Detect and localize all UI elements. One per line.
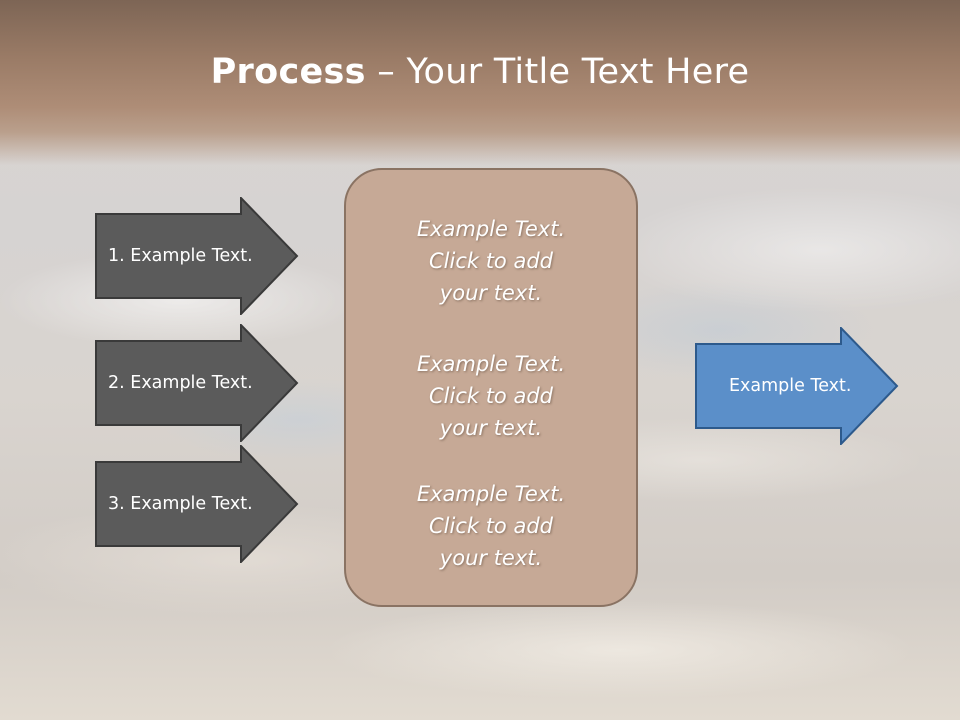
arrow-right-icon [95, 197, 299, 315]
step-arrow-2[interactable]: 2. Example Text. [95, 324, 299, 442]
arrow-right-icon [95, 324, 299, 442]
step-label-3: 3. Example Text. [108, 494, 253, 514]
arrow-right-icon [695, 327, 899, 445]
paragraph-line: your text. [439, 281, 543, 305]
paragraph-line: Click to add [428, 384, 553, 408]
slide-title[interactable]: Process – Your Title Text Here [0, 52, 960, 92]
center-text-box[interactable]: Example Text. Click to add your text. Ex… [344, 168, 638, 607]
paragraph-line: your text. [439, 416, 543, 440]
step-arrow-3[interactable]: 3. Example Text. [95, 445, 299, 563]
output-arrow[interactable]: Example Text. [695, 327, 899, 445]
paragraph-line: Click to add [428, 514, 553, 538]
step-label-2: 2. Example Text. [108, 373, 253, 393]
paragraph-line: Click to add [428, 249, 553, 273]
title-bold: Process [210, 52, 366, 92]
center-paragraph-2[interactable]: Example Text. Click to add your text. [346, 348, 636, 444]
paragraph-line: your text. [439, 546, 543, 570]
center-paragraph-3[interactable]: Example Text. Click to add your text. [346, 478, 636, 574]
center-paragraph-1[interactable]: Example Text. Click to add your text. [346, 213, 636, 309]
step-label-1: 1. Example Text. [108, 246, 253, 266]
arrow-right-icon [95, 445, 299, 563]
paragraph-line: Example Text. [416, 217, 566, 241]
title-band [0, 0, 960, 165]
paragraph-line: Example Text. [416, 352, 566, 376]
output-label: Example Text. [729, 376, 852, 396]
paragraph-line: Example Text. [416, 482, 566, 506]
title-rest: – Your Title Text Here [365, 52, 750, 92]
step-arrow-1[interactable]: 1. Example Text. [95, 197, 299, 315]
